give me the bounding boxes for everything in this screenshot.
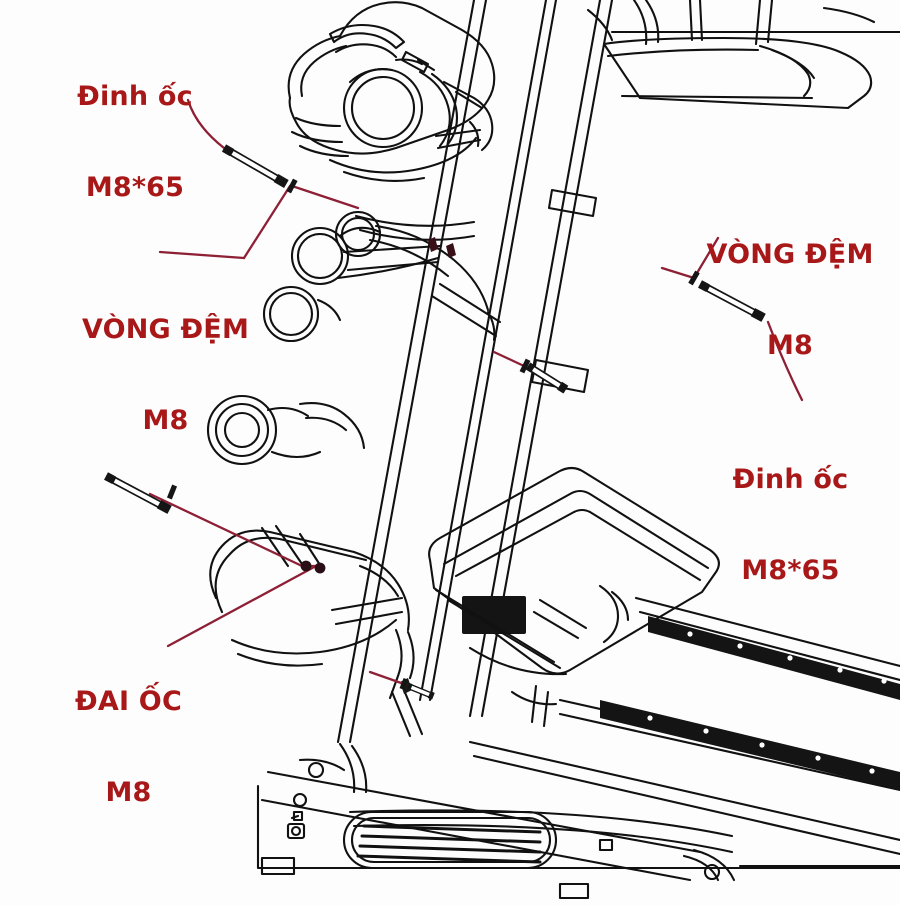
- bolt-top-left: [220, 143, 290, 189]
- handrail-armrest: [586, 0, 900, 110]
- motor-cover-shroud: [428, 466, 720, 728]
- callout-line-1: ĐAI ỐC: [75, 686, 182, 718]
- drawing-linework: [206, 0, 900, 900]
- callout-label-screw-top-left: Đinh ốc M8*65: [40, 22, 230, 264]
- washer-right: [688, 270, 700, 286]
- leader-washer-left-c: [158, 250, 246, 260]
- hardware-glyphs: [102, 143, 767, 701]
- console-mount-head: [287, 1, 496, 182]
- callout-line-2: M8*65: [85, 172, 185, 204]
- callout-label-washer-right: VÒNG ĐỆM M8: [700, 180, 880, 422]
- callout-line-2: M8*65: [741, 555, 840, 587]
- leader-cover-bolt: [368, 670, 406, 686]
- leader-frame-washer-mid: [492, 350, 526, 368]
- leader-washer-left-b: [290, 184, 360, 210]
- belt-tread-bands: [600, 616, 900, 790]
- callout-label-nut-bottom-left: ĐAI ỐC M8: [46, 627, 211, 869]
- callout-line-2: M8: [142, 405, 189, 437]
- callout-line-2: M8: [105, 777, 152, 809]
- leader-washer-right-b: [660, 266, 696, 280]
- callout-line-2: M8: [766, 330, 814, 362]
- callout-label-screw-bottom-right: Đinh ốc M8*65: [698, 405, 883, 647]
- upright-cross-ribs: [354, 188, 598, 394]
- callout-label-washer-left: VÒNG ĐỆM M8: [48, 255, 283, 497]
- leader-nut-b: [166, 564, 318, 648]
- washer-pair-midframe: [428, 237, 456, 258]
- leader-nut-a: [148, 492, 304, 568]
- pivot-bushing-cluster: [262, 210, 502, 343]
- base-upright-brace: [338, 688, 424, 794]
- callout-line-1: VÒNG ĐỆM: [706, 239, 874, 271]
- callout-line-1: Đinh ốc: [732, 464, 849, 496]
- leader-washer-left-a: [242, 184, 292, 260]
- callout-line-1: VÒNG ĐỆM: [81, 314, 250, 346]
- leader-screw-top-left: [186, 98, 226, 150]
- base-frame: [256, 758, 900, 900]
- leader-screw-bottom-right: [766, 320, 804, 402]
- belt-tread-dots: [647, 631, 887, 774]
- leader-washer-right-a: [692, 236, 720, 280]
- callout-leaders: [148, 98, 804, 686]
- nut-lower-joint: [300, 560, 326, 574]
- lower-bushing: [206, 394, 366, 466]
- lower-bent-tube: [209, 524, 415, 700]
- callout-line-1: Đinh ốc: [77, 81, 193, 113]
